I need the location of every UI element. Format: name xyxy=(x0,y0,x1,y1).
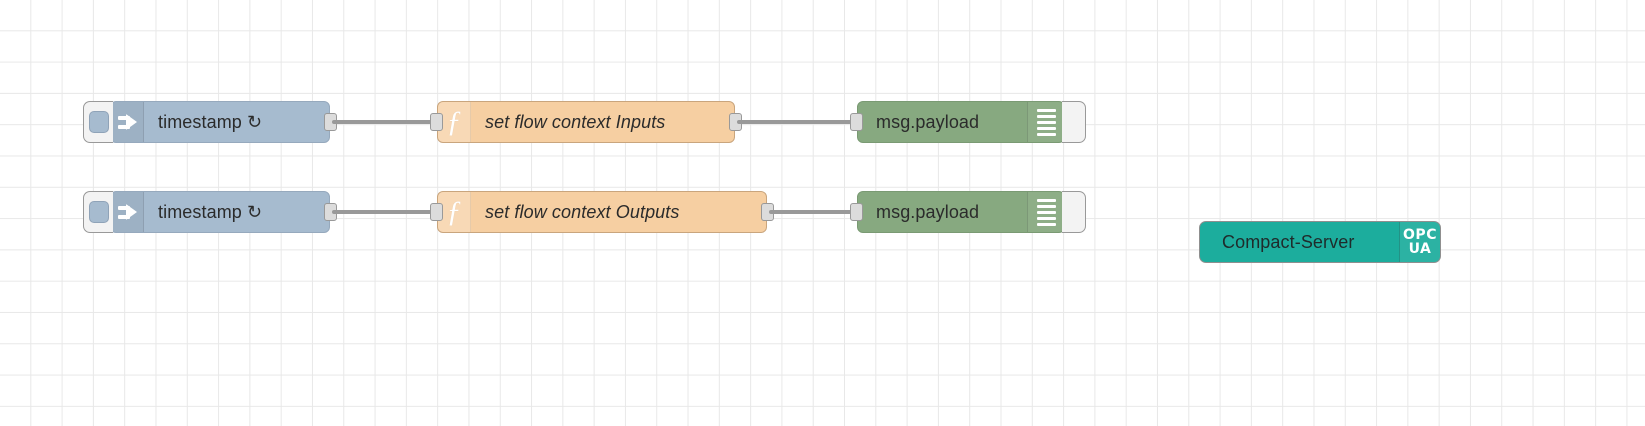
function-f-glyph: ƒ xyxy=(446,105,462,138)
debug-lines-icon xyxy=(1027,192,1064,232)
debug-node-label: msg.payload xyxy=(876,201,980,222)
opcua-badge-line1: OPC xyxy=(1403,226,1437,243)
opcua-server-node[interactable]: Compact-Server OPC UA xyxy=(1199,221,1441,263)
function-node-label: set flow context Inputs xyxy=(485,111,666,132)
inject-trigger-button[interactable] xyxy=(83,191,113,233)
input-port[interactable] xyxy=(430,203,443,221)
inject-arrow-icon xyxy=(111,192,144,232)
inject-node-label: timestamp ↻ xyxy=(158,111,263,132)
inject-trigger-button-inner xyxy=(88,111,109,133)
inject-node[interactable]: timestamp ↻ xyxy=(83,191,337,233)
debug-toggle-button[interactable] xyxy=(1062,191,1086,233)
opcua-server-label: Compact-Server xyxy=(1222,231,1355,252)
inject-arrow-icon xyxy=(111,102,144,142)
inject-trigger-button-inner xyxy=(88,201,109,223)
wire-function-to-debug[interactable] xyxy=(769,210,859,214)
debug-toggle-button[interactable] xyxy=(1062,101,1086,143)
wire-function-to-debug[interactable] xyxy=(737,120,859,124)
debug-node-label: msg.payload xyxy=(876,111,980,132)
inject-trigger-button[interactable] xyxy=(83,101,113,143)
function-f-icon: ƒ xyxy=(438,192,471,232)
function-node-label: set flow context Outputs xyxy=(485,201,680,222)
input-port[interactable] xyxy=(430,113,443,131)
debug-node[interactable]: msg.payload xyxy=(850,101,1086,143)
wire-inject-to-function[interactable] xyxy=(332,120,440,124)
function-node[interactable]: ƒ set flow context Outputs xyxy=(430,191,774,233)
opcua-badge-line2: UA xyxy=(1408,241,1432,257)
input-port[interactable] xyxy=(850,203,863,221)
opcua-badge-icon: OPC UA xyxy=(1399,222,1440,262)
debug-node[interactable]: msg.payload xyxy=(850,191,1086,233)
wire-inject-to-function[interactable] xyxy=(332,210,440,214)
inject-node[interactable]: timestamp ↻ xyxy=(83,101,337,143)
debug-lines-icon xyxy=(1027,102,1064,142)
input-port[interactable] xyxy=(850,113,863,131)
function-f-glyph: ƒ xyxy=(446,195,462,228)
function-node[interactable]: ƒ set flow context Inputs xyxy=(430,101,742,143)
function-f-icon: ƒ xyxy=(438,102,471,142)
inject-node-label: timestamp ↻ xyxy=(158,201,263,222)
